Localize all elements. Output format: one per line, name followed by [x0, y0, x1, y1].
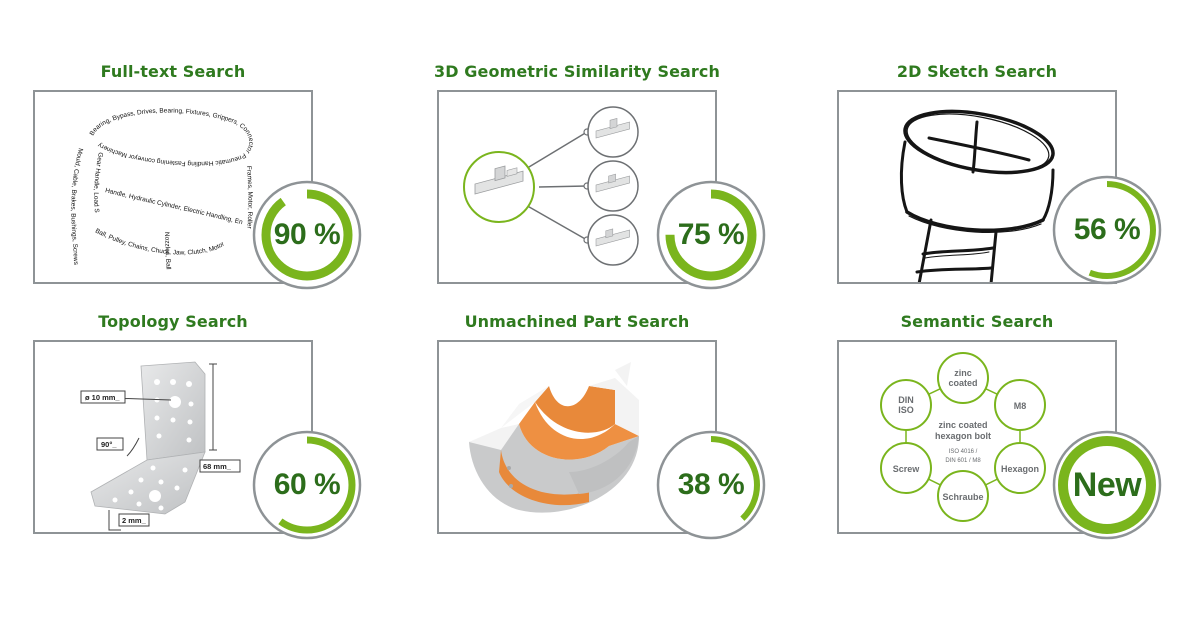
card-2d-sketch-search[interactable]: 2D Sketch Search 56 % — [837, 62, 1177, 302]
svg-text:DIN: DIN — [898, 395, 914, 405]
new-badge: New — [1051, 429, 1163, 541]
card-title: Full-text Search — [100, 62, 246, 81]
svg-text:coated: coated — [948, 378, 977, 388]
score-gauge: 56 % — [1051, 174, 1163, 286]
semantic-center-label: zinc coated hexagon bolt ISO 4016 / DIN … — [935, 420, 991, 464]
badge-label: New — [1072, 465, 1142, 504]
word-path-top: Bearing, Bypass, Drives, Bearing, Fixtur… — [89, 108, 255, 167]
semantic-node: Hexagon — [994, 442, 1046, 494]
score-gauge: 75 % — [655, 179, 767, 291]
dimension-label: 90°_ — [96, 437, 124, 451]
card-3d-geometric-similarity-search[interactable]: 3D Geometric Similarity Search — [434, 62, 777, 302]
gauge-ring-icon — [252, 430, 362, 540]
bearing-half-shell-illustration — [439, 342, 715, 532]
svg-text:68 mm_: 68 mm_ — [203, 462, 232, 471]
score-value: 90 % — [273, 218, 341, 251]
card-title: Topology Search — [98, 312, 248, 331]
result-part-icon — [587, 214, 639, 266]
score-gauge: 38 % — [655, 429, 767, 541]
word-cloud-bolt-illustration: Bearing, Bypass, Drives, Bearing, Fixtur… — [35, 92, 311, 282]
svg-text:Screw: Screw — [893, 464, 921, 474]
illustration-frame: ø 10 mm_ 90°_ 68 mm_ 2 mm_ — [33, 340, 313, 534]
score-gauge: 60 % — [251, 429, 363, 541]
card-title: Unmachined Part Search — [464, 312, 690, 331]
card-title: 3D Geometric Similarity Search — [434, 62, 720, 81]
svg-text:90°_: 90°_ — [101, 440, 117, 449]
gauge-ring-icon — [252, 180, 362, 290]
word-path-inner: Nozzles, Ball — [163, 232, 172, 270]
gauge-ring-icon — [1052, 175, 1162, 285]
svg-text:Schraube: Schraube — [942, 492, 983, 502]
word-path-left-inner: Gear Handle, Load Screw — [35, 92, 104, 214]
svg-text:M8: M8 — [1014, 401, 1027, 411]
score-value: 56 % — [1073, 213, 1141, 246]
result-part-icon — [587, 106, 639, 158]
svg-text:2 mm_: 2 mm_ — [122, 516, 147, 525]
semantic-node: DIN ISO — [880, 379, 932, 431]
dimension-label: 68 mm_ — [199, 459, 241, 473]
score-value: 75 % — [677, 218, 745, 251]
gauge-ring-icon — [656, 430, 766, 540]
word-path-low: Ball, Pulley, Chains, Chuck, Jaw, Clutch… — [94, 228, 226, 257]
illustration-frame — [437, 340, 717, 534]
word-path-left: Mould, Cable, Brakes, Bushings, Screws — [69, 147, 83, 265]
svg-text:ø 10 mm_: ø 10 mm_ — [85, 393, 120, 402]
semantic-node: Screw — [880, 442, 932, 494]
svg-text:DIN 601 / M8: DIN 601 / M8 — [945, 458, 981, 464]
card-unmachined-part-search[interactable]: Unmachined Part Search 38 % — [437, 312, 777, 552]
angle-bracket-illustration: ø 10 mm_ 90°_ 68 mm_ 2 mm_ — [35, 342, 311, 532]
query-part-icon — [463, 151, 535, 223]
semantic-node: zinc coated — [937, 352, 989, 404]
screw-sketch-illustration — [839, 92, 1115, 282]
svg-text:ISO: ISO — [898, 405, 914, 415]
svg-text:hexagon bolt: hexagon bolt — [935, 431, 991, 441]
semantic-network-illustration: zinc coated M8 Hexagon Schraube Sc — [839, 342, 1115, 532]
dimension-label: ø 10 mm_ — [80, 390, 126, 404]
result-part-icon — [587, 160, 639, 212]
card-title: Semantic Search — [900, 312, 1054, 331]
illustration-frame — [437, 90, 717, 284]
word-path-right: Frames, Motor, Roller — [245, 166, 253, 230]
card-full-text-search[interactable]: Full-text Search Bearing, Bypass, Drives… — [33, 62, 373, 302]
svg-text:ISO 4016 /: ISO 4016 / — [949, 449, 978, 455]
semantic-node: Schraube — [937, 470, 989, 522]
dimension-label: 2 mm_ — [118, 513, 150, 527]
semantic-node: M8 — [994, 379, 1046, 431]
svg-text:Hexagon: Hexagon — [1001, 464, 1039, 474]
score-value: 60 % — [273, 468, 341, 501]
card-semantic-search[interactable]: Semantic Search zinc coated M8 Hexagon — [837, 312, 1177, 552]
svg-text:zinc: zinc — [954, 368, 972, 378]
score-gauge: 90 % — [251, 179, 363, 291]
gauge-ring-icon — [656, 180, 766, 290]
similarity-tree-illustration — [439, 92, 715, 282]
svg-text:zinc coated: zinc coated — [938, 420, 987, 430]
card-title: 2D Sketch Search — [896, 62, 1058, 81]
badge-ring-icon — [1052, 430, 1162, 540]
illustration-frame: Bearing, Bypass, Drives, Bearing, Fixtur… — [33, 90, 313, 284]
score-value: 38 % — [677, 468, 745, 501]
card-topology-search[interactable]: Topology Search — [33, 312, 373, 552]
